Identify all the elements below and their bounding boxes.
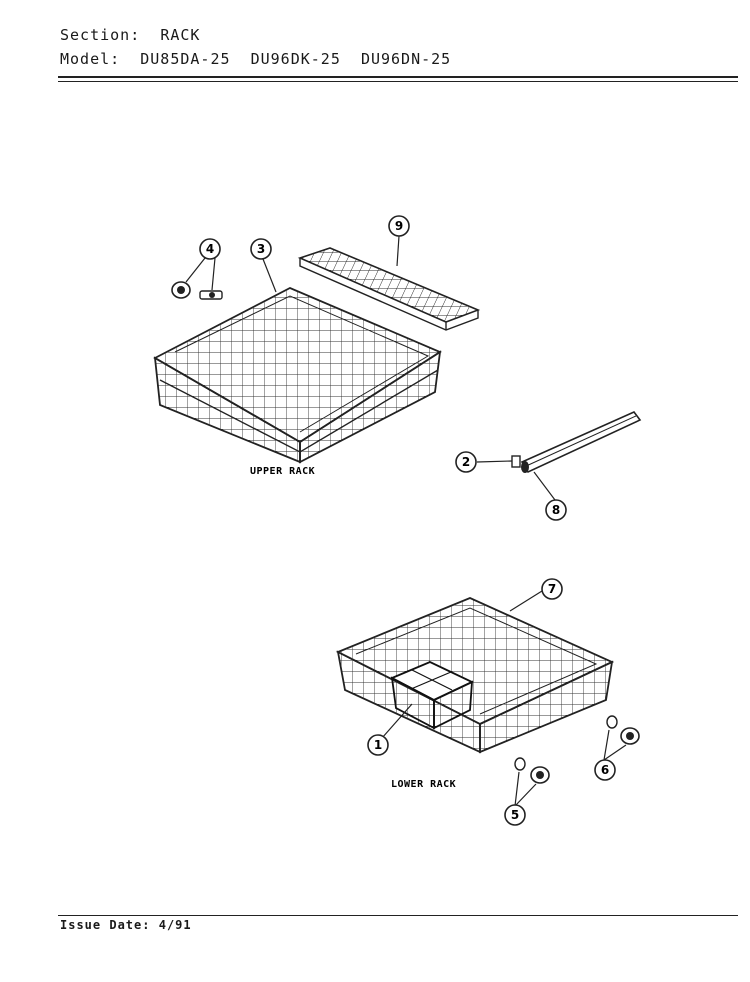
callout-circles (199, 215, 616, 826)
callout-5-label: 5 (511, 808, 519, 822)
callout-7-label: 7 (548, 582, 556, 596)
lower-rack-caption: LOWER RACK (391, 779, 456, 790)
callout-9-circle (388, 215, 410, 237)
model-label: Model: (60, 50, 121, 68)
leader-lines (185, 235, 627, 807)
silverware-basket-drawing (389, 661, 475, 730)
section-label: Section: (60, 26, 141, 44)
model-number: DU96DK-25 (250, 50, 341, 68)
model-number: DU96DN-25 (360, 50, 452, 68)
upper-rack-caption: UPPER RACK (250, 466, 315, 477)
callout-numbers: 9 4 3 2 8 7 1 5 6 (206, 219, 609, 822)
lower-roller-drawing (514, 757, 550, 784)
track-drawing (520, 411, 642, 474)
callout-6-circle (594, 759, 616, 781)
model-line: Model: DU85DA-25 DU96DK-25 DU96DN-25 (60, 50, 451, 68)
callout-8-circle (545, 499, 567, 521)
callout-3-circle (250, 238, 272, 260)
callout-4-circle (199, 238, 221, 260)
callout-8-label: 8 (552, 503, 560, 517)
cup-shelf-drawing (297, 247, 481, 331)
callout-1-circle (367, 734, 389, 756)
upper-roller-drawing (171, 281, 223, 300)
header-rule-thin (58, 81, 738, 82)
lower-rack-drawing (335, 597, 615, 754)
callout-1-label: 1 (374, 738, 382, 752)
callout-2-label: 2 (462, 455, 470, 469)
callout-9-label: 9 (395, 219, 403, 233)
end-cap-drawing (511, 455, 521, 468)
model-number: DU85DA-25 (140, 50, 231, 68)
callout-4-label: 4 (206, 242, 214, 256)
upper-rack-drawing (153, 287, 442, 464)
side-roller-drawing (606, 715, 640, 745)
issue-date-value: 4/91 (158, 918, 192, 932)
section-value: RACK (160, 26, 201, 44)
header-rule (58, 76, 738, 78)
callout-5-circle (504, 804, 526, 826)
callout-3-label: 3 (257, 242, 265, 256)
issue-date-label: Issue Date: (60, 918, 151, 932)
footer-rule (58, 915, 738, 916)
section-line: Section: RACK (60, 26, 200, 44)
callout-6-label: 6 (601, 763, 609, 777)
issue-date-line: Issue Date: 4/91 (60, 918, 192, 932)
callout-7-circle (541, 578, 563, 600)
callout-2-circle (455, 451, 477, 473)
